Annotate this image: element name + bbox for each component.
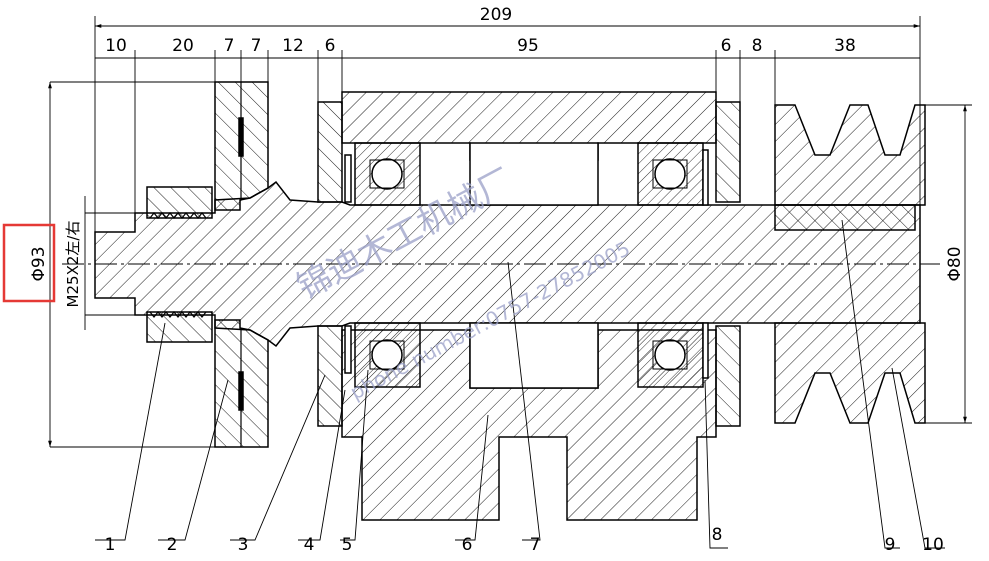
part-number: 5 [342,535,353,555]
flange [214,81,269,448]
circlips [344,149,709,379]
dim-left-diameter: Φ93 [29,246,49,281]
dim-thread: M25X2左/右 [64,221,82,308]
dim-right-diameter: Φ80 [945,246,965,281]
dimension-labels: 209 10 20 7 7 12 6 95 6 8 38 Φ93 M25X2左/… [29,5,965,307]
right-cover [715,101,741,427]
bearing-left-top [354,142,421,206]
part-number: 7 [530,535,541,555]
dim-segment: 7 [251,36,262,56]
dim-segment: 6 [325,36,336,56]
spacer [469,142,599,389]
dim-segment: 10 [105,36,127,56]
part-number: 6 [462,535,473,555]
leader-lines [95,219,945,549]
dim-segment: 6 [721,36,732,56]
part-number: 1 [105,535,116,555]
housing [341,91,717,521]
part-number: 9 [885,535,896,555]
dim-segment: 20 [172,36,194,56]
dim-segment: 8 [752,36,763,56]
bearing-right-bottom [637,322,704,388]
bearing-right-top [637,142,704,206]
part-number: 3 [238,535,249,555]
nut [146,186,213,343]
part-number: 8 [712,525,723,545]
part-labels: 1 2 3 4 5 6 7 8 9 10 [105,525,944,555]
part-number: 10 [922,535,944,555]
dim-segment: 95 [517,36,539,56]
dimension-lines [48,16,972,448]
dim-segment: 7 [224,36,235,56]
dim-overall: 209 [480,5,512,25]
dim-segment: 12 [282,36,304,56]
dim-segment: 38 [834,36,856,56]
part-number: 4 [304,535,315,555]
bearing-left-bottom [354,322,421,388]
highlight-box [2,223,56,303]
part-number: 2 [167,535,178,555]
